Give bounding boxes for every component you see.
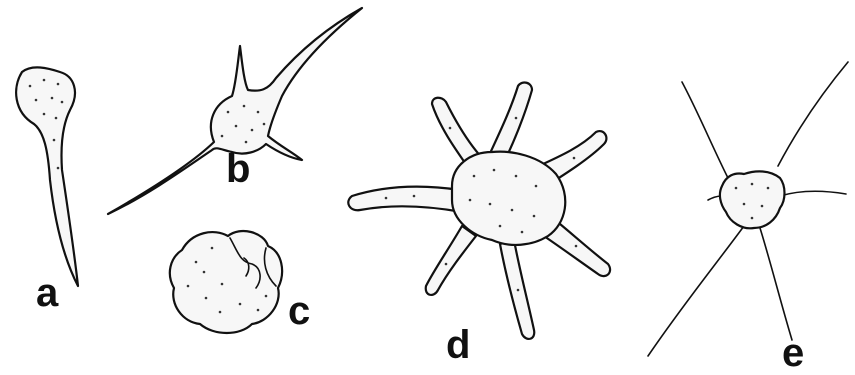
label-c: c (288, 289, 310, 333)
cell-a-body (16, 67, 78, 286)
cell-e-body (720, 171, 785, 228)
label-e: e (782, 331, 804, 375)
label-b: b (226, 147, 250, 191)
label-d: d (446, 323, 470, 367)
cell-d (348, 83, 610, 339)
cell-e (648, 62, 848, 356)
cell-c-body (170, 231, 282, 333)
label-a: a (36, 271, 59, 315)
cell-a (16, 67, 78, 286)
cell-c (170, 231, 282, 333)
cell-d-body (452, 152, 565, 245)
